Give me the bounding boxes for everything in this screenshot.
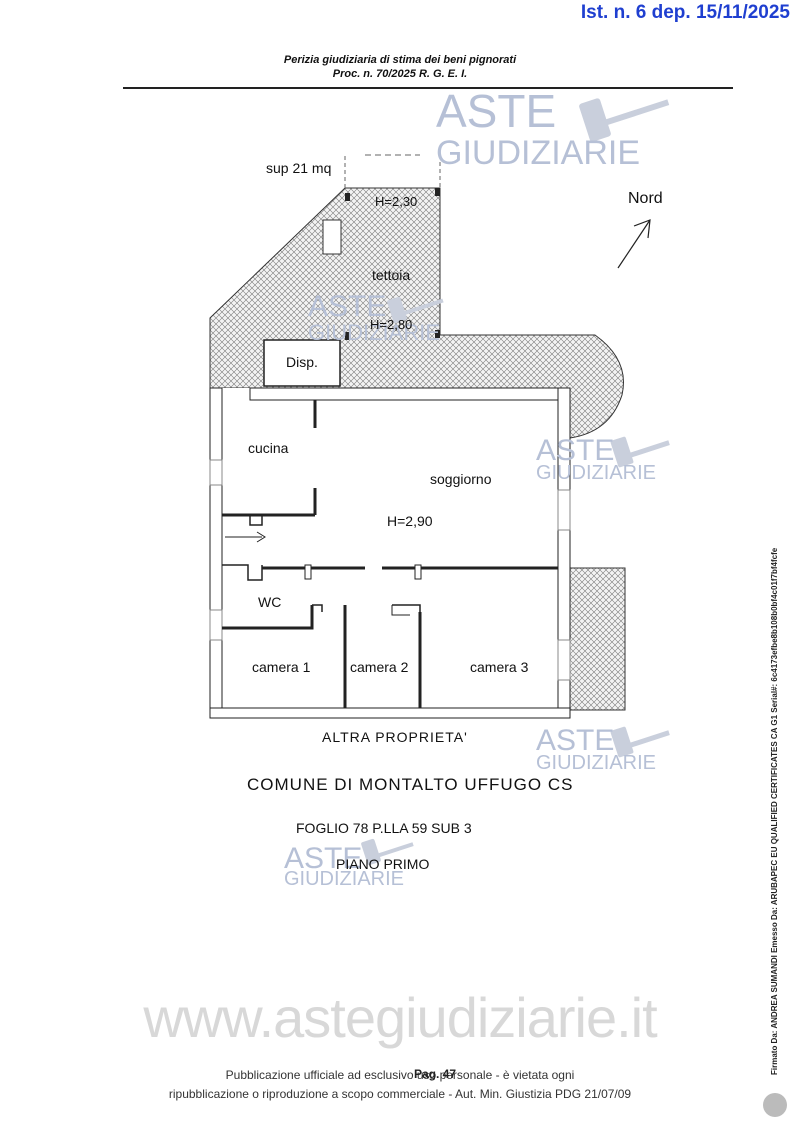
header-line-1: Perizia giudiziaria di stima dei beni pi… <box>283 54 517 66</box>
watermark-aste: ASTE <box>436 85 557 137</box>
label-cucina: cucina <box>248 440 289 456</box>
watermark-aste: ASTE <box>284 842 363 875</box>
digital-signature: Firmato Da: ANDREA SUMANDI Emesso Da: AR… <box>770 547 779 1075</box>
label-soggiorno: soggiorno <box>430 471 492 487</box>
title-comune: COMUNE DI MONTALTO UFFUGO CS <box>247 775 574 794</box>
label-disp: Disp. <box>286 354 318 370</box>
label-surface: sup 21 mq <box>266 160 332 176</box>
label-height-280: H=2,80 <box>370 317 413 332</box>
page-number: Pag. 47 <box>414 1067 457 1081</box>
footer-line-2: ripubblicazione o riproduzione a scopo c… <box>168 1087 632 1101</box>
label-height-230: H=2,30 <box>375 194 418 209</box>
watermark-giudiziarie: GIUDIZIARIE <box>536 462 657 484</box>
watermark-aste: ASTE <box>308 290 387 323</box>
gavel-watermark-icon <box>361 98 787 1117</box>
watermark-giudiziarie: GIUDIZIARIE <box>284 868 405 890</box>
label-wc: WC <box>258 594 282 610</box>
title-piano: PIANO PRIMO <box>336 856 430 872</box>
header-rule <box>123 87 733 89</box>
watermark-giudiziarie: GIUDIZIARIE <box>436 134 641 172</box>
header-line-2: Proc. n. 70/2025 R. G. E. I. <box>332 68 468 80</box>
footer-line-1: Pubblicazione ufficiale ad esclusivo uso… <box>225 1068 575 1082</box>
label-nord: Nord <box>628 190 663 207</box>
watermark-aste: ASTE <box>536 724 615 757</box>
label-camera-1: camera 1 <box>252 659 311 675</box>
title-foglio: FOGLIO 78 P.LLA 59 SUB 3 <box>296 820 472 836</box>
north-arrow-icon <box>617 219 651 269</box>
label-tettoia: tettoia <box>372 267 411 283</box>
watermark-giudiziarie: GIUDIZIARIE <box>536 752 657 774</box>
label-height-290: H=2,90 <box>387 513 433 529</box>
watermark-giudiziarie: GIUDIZIARIE <box>308 320 441 345</box>
label-altra-proprieta: ALTRA PROPRIETA' <box>322 729 468 745</box>
watermark-aste: ASTE <box>536 434 615 467</box>
label-camera-2: camera 2 <box>350 659 409 675</box>
watermark-url: www.astegiudiziarie.it <box>143 986 657 1049</box>
deposit-stamp: Ist. n. 6 dep. 15/11/2025 <box>580 2 790 23</box>
label-camera-3: camera 3 <box>470 659 529 675</box>
side-balcony <box>569 567 626 711</box>
